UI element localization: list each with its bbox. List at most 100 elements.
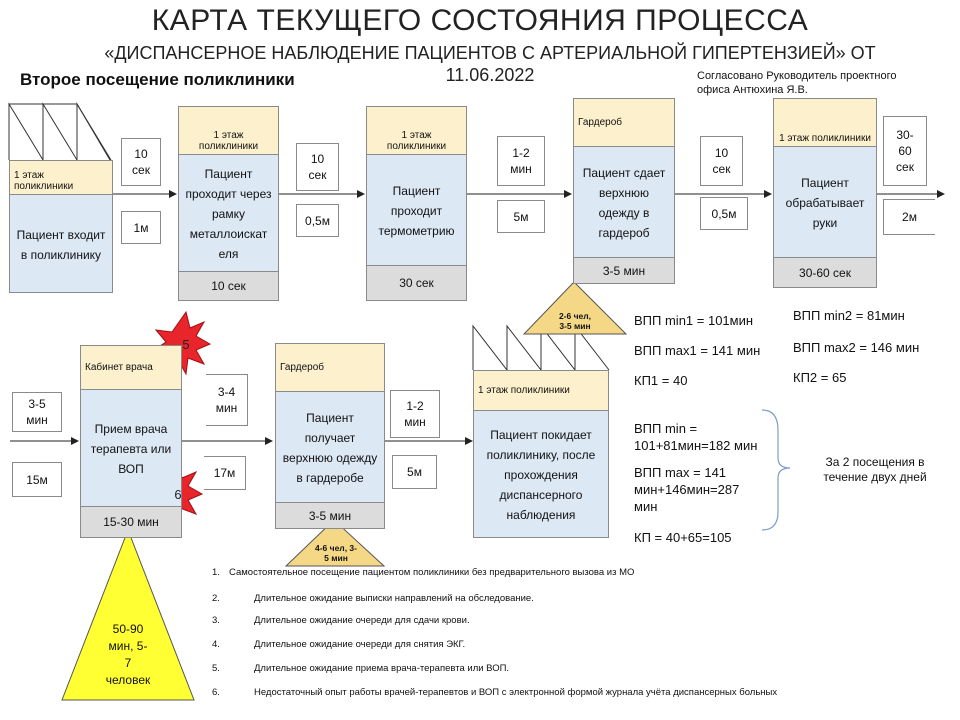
step-header: Гардероб xyxy=(574,99,674,147)
time-unit: мин xyxy=(404,415,426,429)
metric-vpp-max1: ВПП max1 = 141 мин xyxy=(634,343,761,358)
two-visits-label: За 2 посещения в течение двух дней xyxy=(800,455,950,485)
distance-box: 0,5м xyxy=(700,197,748,230)
time-value: 10 xyxy=(134,147,148,161)
time-value: 3-5 xyxy=(28,397,46,411)
time-box: 30- 60 сек xyxy=(883,116,927,186)
time-value: 60 xyxy=(898,144,912,158)
step-header: 1 этаж поликлиники xyxy=(474,371,608,411)
metric-vpp-min2: ВПП min2 = 81мин xyxy=(793,308,905,323)
metric-kp2: КП2 = 65 xyxy=(793,370,847,385)
metric-vpp-min1: ВПП min1 = 101мин xyxy=(634,313,754,328)
time-unit: сек xyxy=(132,163,150,177)
time-value: 30- xyxy=(896,128,914,142)
distance-box: 5м xyxy=(497,200,545,233)
approval-line-2: офиса Антюхина Я.В. xyxy=(697,84,808,96)
time-box: 1-2 мин xyxy=(390,390,440,438)
time-value: 1-2 xyxy=(406,399,424,413)
step-header-line: поликлиники xyxy=(14,181,74,192)
step-header: 1 этаж поликлиники xyxy=(10,161,112,195)
step-duration: 3-5 мин xyxy=(276,502,384,528)
page-title: КАРТА ТЕКУЩЕГО СОСТОЯНИЯ ПРОЦЕССА xyxy=(151,4,809,37)
distance-box: 1м xyxy=(121,211,161,244)
step-description: Пациент сдает верхнюю одежду в гардероб xyxy=(582,166,666,240)
note-number: 2. xyxy=(212,593,220,604)
step-description: Пациент проходит через рамку металлоиска… xyxy=(185,167,272,261)
metric-line: 101+81мин=182 мин xyxy=(634,438,758,453)
time-unit: сек xyxy=(712,162,731,176)
step-header: 1 этаж поликлиники xyxy=(367,107,466,155)
time-box: 1-2 мин xyxy=(497,136,545,186)
queue-line: 3-5 мин xyxy=(559,321,591,331)
time-unit: сек xyxy=(896,160,914,174)
approval-line-1: Согласовано Руководитель проектного xyxy=(697,70,897,82)
step-duration: 15-30 мин xyxy=(81,506,181,537)
problem-burst-6-label: 6 xyxy=(174,487,182,502)
big-queue-label: 50-90 мин, 5- 7 человек xyxy=(93,621,163,689)
queue-triangle-wardrobe1 xyxy=(522,281,628,335)
note-number: 1. xyxy=(212,567,220,578)
time-value: 1-2 xyxy=(512,146,530,160)
note-number: 5. xyxy=(212,663,220,674)
time-box: 3-4 мин xyxy=(206,374,248,426)
section-label: Второе посещение поликлиники xyxy=(20,70,295,89)
step-hand-sanitize: 1 этаж поликлиники Пациент обрабатывает … xyxy=(773,98,877,288)
step-description: Пациент проходит термометрию xyxy=(378,184,455,238)
step-description: Пациент покидает поликлинику, после прох… xyxy=(486,428,596,522)
step-description: Пациент обрабатывает руки xyxy=(785,176,865,230)
note-text: Самостоятельное посещение пациентом поли… xyxy=(229,567,635,578)
queue-line: 4-6 чел, 3- xyxy=(315,543,357,553)
step-description: Пациент входит в поликлинику xyxy=(16,227,106,262)
metric-line: мин+146мин=287 xyxy=(634,482,740,497)
step-exit: 1 этаж поликлиники Пациент покидает поли… xyxy=(473,370,609,538)
metric-line: мин xyxy=(634,499,658,514)
note-text: Длительное ожидание выписки направлений … xyxy=(254,593,534,604)
step-header: Кабинет врача xyxy=(81,346,181,390)
metric-line: ВПП min = xyxy=(634,421,698,436)
note-number: 6. xyxy=(212,687,220,698)
distance-box: 5м xyxy=(392,455,437,489)
step-duration: 30-60 сек xyxy=(774,257,876,287)
step-description: Пациент получает верхнюю одежду в гардер… xyxy=(282,411,378,485)
time-unit: сек xyxy=(308,168,327,182)
queue-line: 50-90 xyxy=(112,622,144,636)
subtitle-line-1: «ДИСПАНСЕРНОЕ НАБЛЮДЕНИЕ ПАЦИЕНТОВ С АРТ… xyxy=(104,43,876,63)
step-description: Прием врача терапевта или ВОП xyxy=(90,422,172,476)
queue-line: человек xyxy=(105,673,151,687)
queue-triangle-wardrobe2 xyxy=(284,519,386,567)
queue-label-wardrobe1: 2-6 чел, 3-5 мин xyxy=(549,311,601,331)
step-wardrobe-drop: Гардероб Пациент сдает верхнюю одежду в … xyxy=(573,98,675,284)
metric-vpp-max-total: ВПП max = 141 мин+146мин=287 мин xyxy=(634,464,739,515)
metric-kp1: КП1 = 40 xyxy=(634,373,688,388)
queue-label-wardrobe2: 4-6 чел, 3- 5 мин xyxy=(312,543,360,563)
step-entrance: 1 этаж поликлиники Пациент входит в поли… xyxy=(9,160,113,293)
step-header: 1 этаж поликлиники xyxy=(774,99,876,147)
two-visits-line: За 2 посещения в xyxy=(825,455,925,469)
step-thermometry: 1 этаж поликлиники Пациент проходит терм… xyxy=(366,106,467,301)
step-doctor-visit: Кабинет врача Прием врача терапевта или … xyxy=(80,345,182,538)
step-header-line: 1 этаж xyxy=(14,170,44,181)
page-subtitle: «ДИСПАНСЕРНОЕ НАБЛЮДЕНИЕ ПАЦИЕНТОВ С АРТ… xyxy=(100,42,880,86)
distance-box: 2м xyxy=(883,199,935,235)
metric-vpp-min-total: ВПП min = 101+81мин=182 мин xyxy=(634,420,757,454)
note-text: Длительное ожидание приема врача-терапев… xyxy=(254,663,510,674)
note-text: Длительное ожидание очереди для сдачи кр… xyxy=(254,615,470,626)
time-unit: мин xyxy=(510,162,532,176)
two-visits-line: течение двух дней xyxy=(823,470,927,484)
queue-line: 5 мин xyxy=(324,553,348,563)
metric-vpp-max2: ВПП max2 = 146 мин xyxy=(793,340,920,355)
metric-kp-total: КП = 40+65=105 xyxy=(634,530,732,545)
time-box: 10 сек xyxy=(296,143,339,191)
step-header: 1 этаж поликлиники xyxy=(179,107,278,155)
queue-line: мин, 5- xyxy=(108,639,148,653)
queue-line: 7 xyxy=(124,656,132,670)
queue-line: 2-6 чел, xyxy=(558,311,592,321)
distance-box: 0,5м xyxy=(296,204,339,237)
time-value: 10 xyxy=(310,152,325,166)
time-box: 10 сек xyxy=(121,138,161,186)
distance-box: 17м xyxy=(204,456,246,490)
time-value: 10 xyxy=(714,146,729,160)
step-header: Гардероб xyxy=(276,344,384,392)
note-text: Недостаточный опыт работы врачей-терапев… xyxy=(254,687,778,698)
problem-burst-5-label: 5 xyxy=(182,337,190,352)
